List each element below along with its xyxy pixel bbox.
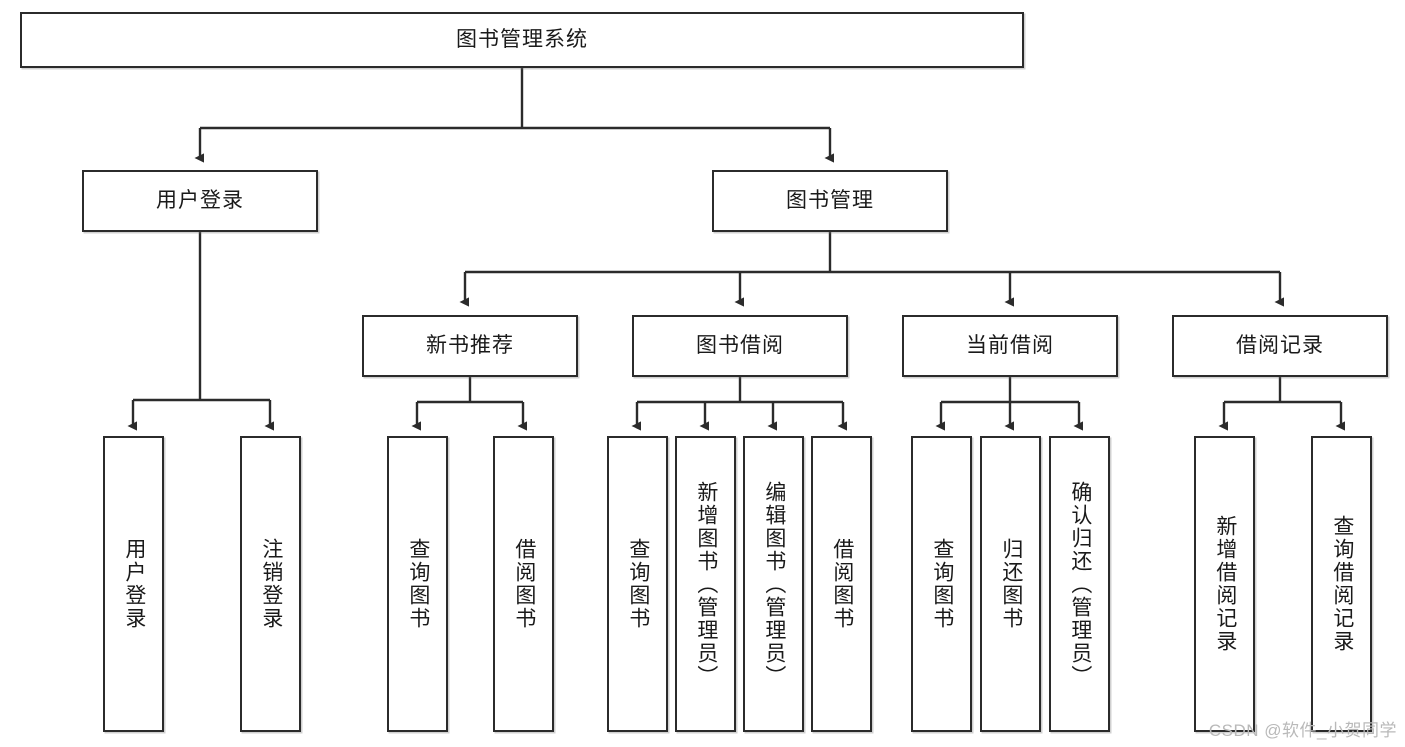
leaf-current-borrow-return[interactable]: 归还图书 [980,436,1041,732]
leaf-borrow-record-add[interactable]: 新增借阅记录 [1194,436,1255,732]
node-label: 查询图书 [626,538,650,630]
node-label: 查询图书 [406,538,430,630]
leaf-book-borrow-edit[interactable]: 编辑图书（管理员） [743,436,804,732]
node-label: 图书借阅 [696,334,784,358]
leaf-new-book-borrow[interactable]: 借阅图书 [493,436,554,732]
node-label: 用户登录 [156,189,244,213]
node-label: 编辑图书（管理员） [762,480,786,688]
node-current-borrow[interactable]: 当前借阅 [902,315,1118,377]
node-label: 借阅记录 [1236,334,1324,358]
node-label: 用户登录 [122,538,146,630]
leaf-book-borrow-add[interactable]: 新增图书（管理员） [675,436,736,732]
node-label: 新增借阅记录 [1213,515,1237,653]
leaf-borrow-record-query[interactable]: 查询借阅记录 [1311,436,1372,732]
node-borrow-record[interactable]: 借阅记录 [1172,315,1388,377]
node-label: 查询借阅记录 [1330,515,1354,653]
node-label: 当前借阅 [966,334,1054,358]
leaf-book-borrow-borrow[interactable]: 借阅图书 [811,436,872,732]
leaf-current-borrow-confirm-return[interactable]: 确认归还（管理员） [1049,436,1110,732]
node-label: 新增图书（管理员） [694,480,718,688]
node-label: 确认归还（管理员） [1068,480,1092,688]
node-label: 借阅图书 [830,538,854,630]
node-user-login[interactable]: 用户登录 [82,170,318,232]
node-new-book-recommend[interactable]: 新书推荐 [362,315,578,377]
node-book-management[interactable]: 图书管理 [712,170,948,232]
watermark: CSDN @软件_小贺同学 [1208,721,1397,740]
node-book-borrow[interactable]: 图书借阅 [632,315,848,377]
node-label: 借阅图书 [512,538,536,630]
node-label: 图书管理系统 [456,28,588,52]
leaf-user-login-login[interactable]: 用户登录 [103,436,164,732]
node-root[interactable]: 图书管理系统 [20,12,1024,68]
leaf-book-borrow-query[interactable]: 查询图书 [607,436,668,732]
node-label: 新书推荐 [426,334,514,358]
node-label: 图书管理 [786,189,874,213]
leaf-user-login-logout[interactable]: 注销登录 [240,436,301,732]
node-label: 归还图书 [999,538,1023,630]
node-label: 查询图书 [930,538,954,630]
leaf-new-book-query[interactable]: 查询图书 [387,436,448,732]
node-label: 注销登录 [259,538,283,630]
leaf-current-borrow-query[interactable]: 查询图书 [911,436,972,732]
